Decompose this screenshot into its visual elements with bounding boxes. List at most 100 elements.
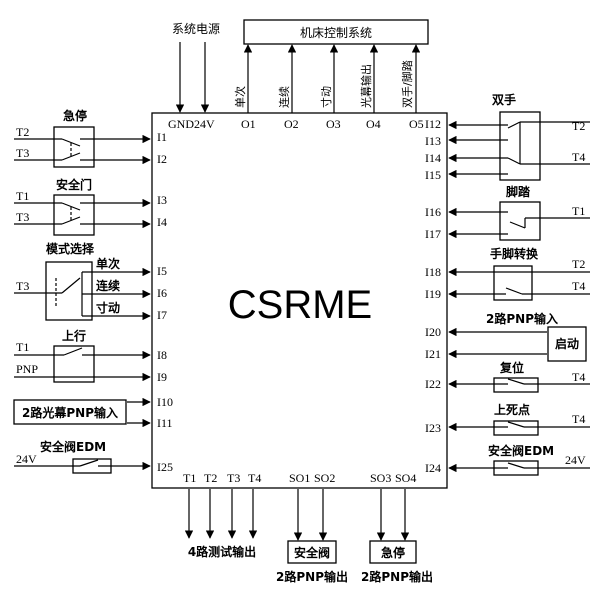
pin-i23: I23	[425, 421, 441, 435]
mode-opt-single: 单次	[96, 256, 120, 271]
pin-i8: I8	[157, 348, 167, 362]
up-t1: T1	[16, 340, 29, 354]
pin-i1: I1	[157, 130, 167, 144]
switch-box	[493, 265, 533, 301]
reset-title: 复位	[499, 360, 524, 375]
pin-i19: I19	[425, 287, 441, 301]
pin-o2: O2	[284, 117, 299, 131]
pin-i22: I22	[425, 377, 441, 391]
pin-i16: I16	[425, 205, 441, 219]
pin-o3: O3	[326, 117, 341, 131]
door-t3: T3	[16, 210, 29, 224]
pin-i25: I25	[157, 460, 173, 474]
curtain-input-label: 2路光幕PNP输入	[22, 405, 118, 420]
machine-control-label: 机床控制系统	[300, 26, 372, 40]
pin-i18: I18	[425, 265, 441, 279]
switch-t4: T4	[572, 279, 585, 293]
pin-i11: I11	[157, 416, 173, 430]
pin-24v: 24V	[194, 117, 215, 131]
tdc-box	[493, 420, 539, 436]
output-label-twohand-foot: 双手/脚踏	[400, 60, 414, 108]
csrme-controller-box	[151, 112, 448, 489]
pin-so3: SO3	[370, 471, 391, 485]
pin-so1: SO1	[289, 471, 310, 485]
test-output-label: 4路测试输出	[188, 544, 256, 559]
door-title: 安全门	[56, 177, 92, 192]
valve-left-title: 安全阀EDM	[40, 439, 106, 454]
pin-i24: I24	[425, 461, 441, 475]
output-label-single: 单次	[233, 86, 247, 108]
up-title: 上行	[62, 328, 86, 343]
foot-t1: T1	[572, 204, 585, 218]
pin-i14: I14	[425, 151, 441, 165]
pin-gnd: GND	[168, 117, 194, 131]
mode-title: 模式选择	[46, 241, 95, 256]
pin-i12: I12	[425, 117, 441, 131]
valve-right-24v: 24V	[565, 453, 586, 467]
pin-so2: SO2	[314, 471, 335, 485]
pin-i13: I13	[425, 134, 441, 148]
estop-title: 急停	[63, 108, 87, 123]
pin-i17: I17	[425, 227, 441, 241]
pin-o4: O4	[366, 117, 381, 131]
mode-opt-inch: 寸动	[96, 300, 120, 315]
estop-t3: T3	[16, 146, 29, 160]
system-power-label: 系统电源	[172, 22, 220, 36]
pin-t2: T2	[204, 471, 217, 485]
pin-i9: I9	[157, 370, 167, 384]
pin-t1: T1	[183, 471, 196, 485]
pin-t4: T4	[248, 471, 261, 485]
start-input-label: 2路PNP输入	[486, 311, 558, 326]
curtain-input-box	[13, 399, 127, 425]
pin-i7: I7	[157, 308, 167, 322]
tdc-title: 上死点	[494, 402, 530, 417]
pin-i15: I15	[425, 168, 441, 182]
estop-output-box	[369, 540, 417, 564]
mode-box	[45, 261, 93, 321]
up-pnp: PNP	[16, 362, 38, 376]
output-label-continuous: 连续	[277, 86, 291, 108]
pin-i21: I21	[425, 347, 441, 361]
pin-i4: I4	[157, 215, 167, 229]
mode-opt-continuous: 连续	[96, 278, 120, 293]
tdc-t4: T4	[572, 412, 585, 426]
twohand-title: 双手	[492, 92, 516, 107]
valve-output-label: 2路PNP输出	[276, 569, 348, 584]
controller-label: CSRME	[228, 283, 372, 327]
pin-t3: T3	[227, 471, 240, 485]
pin-i2: I2	[157, 152, 167, 166]
start-box	[547, 326, 587, 362]
valve-left-24v: 24V	[16, 452, 37, 466]
estop-t2: T2	[16, 125, 29, 139]
estop-output-title: 急停	[381, 545, 405, 560]
switch-t2: T2	[572, 257, 585, 271]
pin-i3: I3	[157, 193, 167, 207]
pin-i10: I10	[157, 395, 173, 409]
valve-output-title: 安全阀	[294, 545, 330, 560]
pin-i6: I6	[157, 286, 167, 300]
door-t1: T1	[16, 189, 29, 203]
valve-right-title: 安全阀EDM	[488, 443, 554, 458]
start-label: 启动	[555, 336, 579, 351]
twohand-t2: T2	[572, 119, 585, 133]
reset-t4: T4	[572, 370, 585, 384]
door-box	[53, 194, 95, 236]
up-box	[53, 345, 95, 383]
estop-output-label: 2路PNP输出	[361, 569, 433, 584]
estop-box	[53, 126, 95, 168]
output-label-curtain: 光幕输出	[359, 64, 373, 108]
machine-control-box	[243, 19, 429, 45]
switch-title: 手脚转换	[490, 246, 539, 261]
mode-t3: T3	[16, 279, 29, 293]
pin-o1: O1	[241, 117, 256, 131]
reset-box	[493, 377, 539, 393]
twohand-t4: T4	[572, 150, 585, 164]
foot-title: 脚踏	[506, 184, 531, 199]
pin-so4: SO4	[395, 471, 416, 485]
output-label-inch: 寸动	[319, 86, 333, 108]
pin-i5: I5	[157, 264, 167, 278]
pin-o5: O5	[409, 117, 424, 131]
valve-output-box	[287, 540, 337, 564]
pin-i20: I20	[425, 325, 441, 339]
